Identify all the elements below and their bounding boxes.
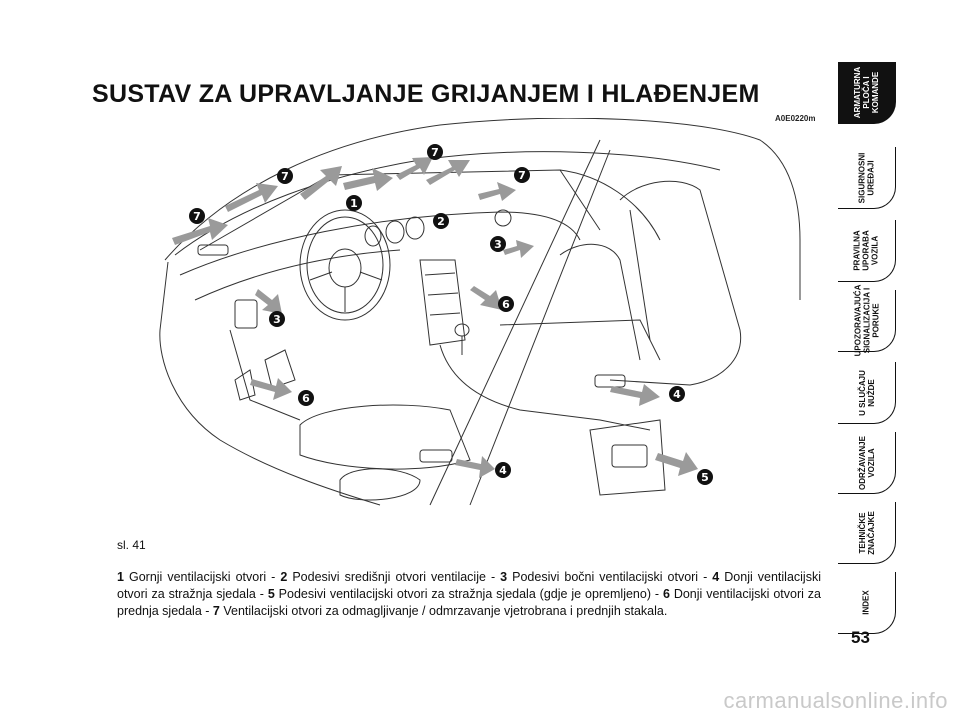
tab-armaturna-ploca[interactable]: ARMATURNA PLOČA I KOMANDE <box>838 62 896 124</box>
badge-3b: 3 <box>269 311 285 327</box>
page-title: SUSTAV ZA UPRAVLJANJE GRIJANJEM I HLAĐEN… <box>92 80 760 108</box>
caption-num-3: 3 <box>500 569 508 584</box>
badge-7a: 7 <box>189 208 205 224</box>
tab-label: UPOZORAVAJUĆA SIGNALIZACIJA I PORUKE <box>853 284 880 357</box>
svg-text:7: 7 <box>518 169 526 182</box>
tab-tehnicke-znacajke[interactable]: TEHNIČKE ZNAČAJKE <box>838 502 896 564</box>
caption-text-6: Donji ventilacijski otvori za prednja sj… <box>117 586 821 618</box>
tab-label: INDEX <box>861 590 871 615</box>
svg-text:6: 6 <box>502 298 510 311</box>
badge-6b: 6 <box>298 390 314 406</box>
badge-4b: 4 <box>495 462 511 478</box>
svg-text:4: 4 <box>673 388 681 401</box>
tab-u-slucaju-nuzde[interactable]: U SLUČAJU NUŽDE <box>838 362 896 424</box>
svg-text:4: 4 <box>499 464 507 477</box>
badge-4a: 4 <box>669 386 685 402</box>
caption-text-4: Donji ventilacijski otvori za stražnja s… <box>117 569 821 601</box>
tab-upozoravajuca-signalizacija[interactable]: UPOZORAVAJUĆA SIGNALIZACIJA I PORUKE <box>838 285 896 356</box>
caption-text-5: Podesivi ventilacijski otvori za stražnj… <box>278 586 663 601</box>
caption-num-6: 6 <box>662 586 670 601</box>
caption-text-7: Ventilacijski otvori za odmagljivanje / … <box>223 603 668 618</box>
tab-label: U SLUČAJU NUŽDE <box>857 369 876 416</box>
car-interior-illustration: 7 7 7 7 1 2 3 3 6 6 4 4 <box>159 118 801 506</box>
svg-text:5: 5 <box>701 471 709 484</box>
caption-num-4: 4 <box>712 569 720 584</box>
badge-7b: 7 <box>277 168 293 184</box>
page-number: 53 <box>851 628 870 647</box>
svg-text:3: 3 <box>494 238 502 251</box>
tab-pravilna-uporaba[interactable]: PRAVILNA UPORABA VOZILA <box>838 220 896 282</box>
tab-label: PRAVILNA UPORABA VOZILA <box>852 230 880 271</box>
figure-label: sl. 41 <box>117 538 146 552</box>
tab-label: ARMATURNA PLOČA I KOMANDE <box>853 66 880 119</box>
svg-text:2: 2 <box>437 215 445 228</box>
caption-num-5: 5 <box>267 586 275 601</box>
caption-num-1: 1 <box>117 569 124 584</box>
chapter-tabs: ARMATURNA PLOČA I KOMANDE SIGURNOSNI URE… <box>838 62 898 647</box>
svg-text:7: 7 <box>193 210 201 223</box>
svg-text:3: 3 <box>273 313 281 326</box>
caption-num-7: 7 <box>212 603 220 618</box>
badge-7d: 7 <box>514 167 530 183</box>
caption-text-2: Podesivi središnji otvori ventilacije - <box>292 569 501 584</box>
caption-text-1: Gornji ventilacijski otvori - <box>128 569 281 584</box>
figure-caption: 1 Gornji ventilacijski otvori - 2 Podesi… <box>117 569 821 620</box>
tab-index[interactable]: INDEX <box>838 572 896 634</box>
tab-label: TEHNIČKE ZNAČAJKE <box>857 510 876 555</box>
badge-2: 2 <box>433 213 449 229</box>
tab-sigurnosni-uredaji[interactable]: SIGURNOSNI UREĐAJI <box>838 147 896 209</box>
svg-text:7: 7 <box>281 170 289 183</box>
badge-7c: 7 <box>427 144 443 160</box>
badge-5: 5 <box>697 469 713 485</box>
badge-6a: 6 <box>498 296 514 312</box>
tab-label: SIGURNOSNI UREĐAJI <box>857 152 876 203</box>
caption-num-2: 2 <box>280 569 288 584</box>
caption-text-3: Podesivi bočni ventilacijski otvori - <box>512 569 713 584</box>
watermark: carmanualsonline.info <box>723 688 948 713</box>
svg-text:7: 7 <box>431 146 439 159</box>
tab-odrzavanje-vozila[interactable]: ODRŽAVANJE VOZILA <box>838 432 896 494</box>
svg-text:6: 6 <box>302 392 310 405</box>
badge-1: 1 <box>346 195 362 211</box>
tab-label: ODRŽAVANJE VOZILA <box>857 435 876 490</box>
svg-text:1: 1 <box>350 197 358 210</box>
figure-code: A0E0220m <box>775 114 816 123</box>
badge-3a: 3 <box>490 236 506 252</box>
